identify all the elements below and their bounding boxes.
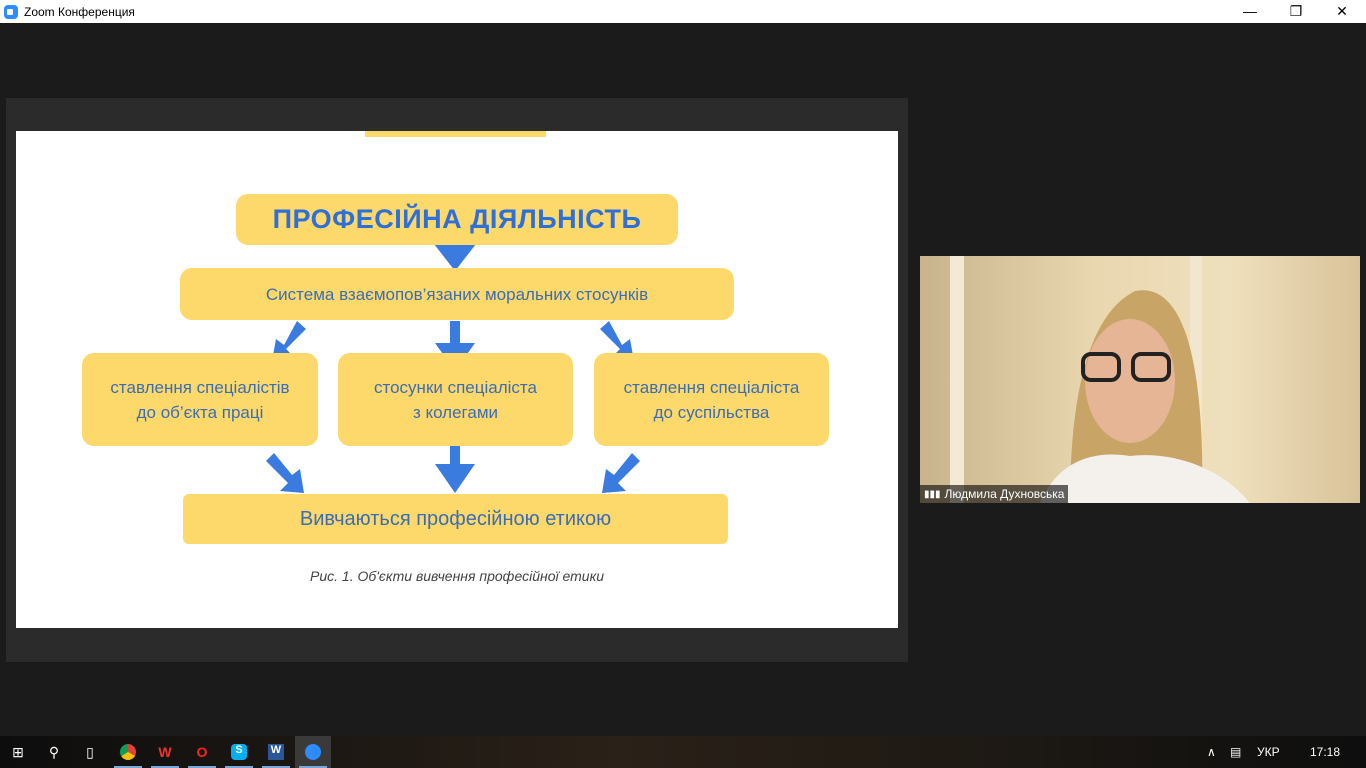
box-line: до об’єкта праці xyxy=(136,402,264,422)
arrow-down-icon xyxy=(434,244,476,271)
close-button[interactable]: ✕ xyxy=(1336,3,1348,19)
search-icon[interactable]: ⚲ xyxy=(48,743,60,760)
arrow-down-left-icon xyxy=(602,453,640,493)
opera-icon[interactable]: O xyxy=(184,736,220,768)
arrow-down-icon xyxy=(435,443,475,493)
category-box: стосунки спеціаліста з колегами xyxy=(338,353,573,446)
box-line: ставлення спеціаліста xyxy=(623,377,800,397)
figure-caption: Рис. 1. Об'єкти вивчення професійної ети… xyxy=(310,568,604,584)
participant-name: Людмила Духновська xyxy=(944,487,1065,501)
box-line: до суспільства xyxy=(653,402,770,422)
wps-office-icon[interactable]: W xyxy=(147,736,183,768)
title-box: ПРОФЕСІЙНА ДІЯЛЬНІСТЬ xyxy=(236,194,678,245)
box-line: ставлення спеціалістів xyxy=(110,377,290,397)
task-view-icon[interactable]: ▯ xyxy=(86,743,94,760)
zoom-taskbar-icon[interactable] xyxy=(295,736,331,768)
clock[interactable]: 17:18 xyxy=(1310,745,1341,759)
restore-button[interactable]: ❐ xyxy=(1289,3,1303,19)
arrow-down-left-icon xyxy=(272,321,306,361)
category-box: ставлення спеціаліста до суспільства xyxy=(594,353,829,446)
result-box: Вивчаються професійною етикою xyxy=(183,494,728,544)
skype-icon[interactable]: S xyxy=(221,736,257,768)
box-line: стосунки спеціаліста xyxy=(374,377,537,397)
slide-accent-bar xyxy=(365,131,546,137)
participant-name-label: ▮▮▮ Людмила Духновська xyxy=(920,485,1069,503)
windows-start-icon[interactable]: ⊞ xyxy=(12,743,24,760)
minimize-button[interactable]: — xyxy=(1243,3,1257,19)
show-hidden-icons-icon[interactable]: ∧ xyxy=(1207,745,1216,759)
language-indicator[interactable]: УКР xyxy=(1257,745,1280,759)
category-box: ставлення спеціалістів до об’єкта праці xyxy=(82,353,318,446)
signal-icon: ▮▮▮ xyxy=(924,488,941,500)
participant-figure xyxy=(950,256,1250,503)
word-icon[interactable]: W xyxy=(258,736,294,768)
title-bar: Zoom Конференция — ❐ ✕ xyxy=(0,0,1366,23)
shared-slide: ПРОФЕСІЙНА ДІЯЛЬНІСТЬ Система взаємопов’… xyxy=(16,131,898,628)
arrow-down-right-icon xyxy=(600,321,634,361)
taskbar: ⊞ ⚲ ▯ W O S W ∧ ▤ УКР 17:18 xyxy=(0,736,1366,768)
diagram-arrows xyxy=(266,244,640,493)
system-box: Система взаємопов’язаних моральних стосу… xyxy=(180,268,734,320)
box-line: з колегами xyxy=(412,402,499,422)
window-title: Zoom Конференция xyxy=(24,4,135,19)
zoom-app-icon xyxy=(4,4,18,19)
arrow-down-right-icon xyxy=(266,453,304,493)
input-indicator-icon[interactable]: ▤ xyxy=(1230,745,1242,759)
chrome-icon[interactable] xyxy=(110,736,146,768)
participant-video[interactable]: ▮▮▮ Людмила Духновська xyxy=(920,256,1360,503)
